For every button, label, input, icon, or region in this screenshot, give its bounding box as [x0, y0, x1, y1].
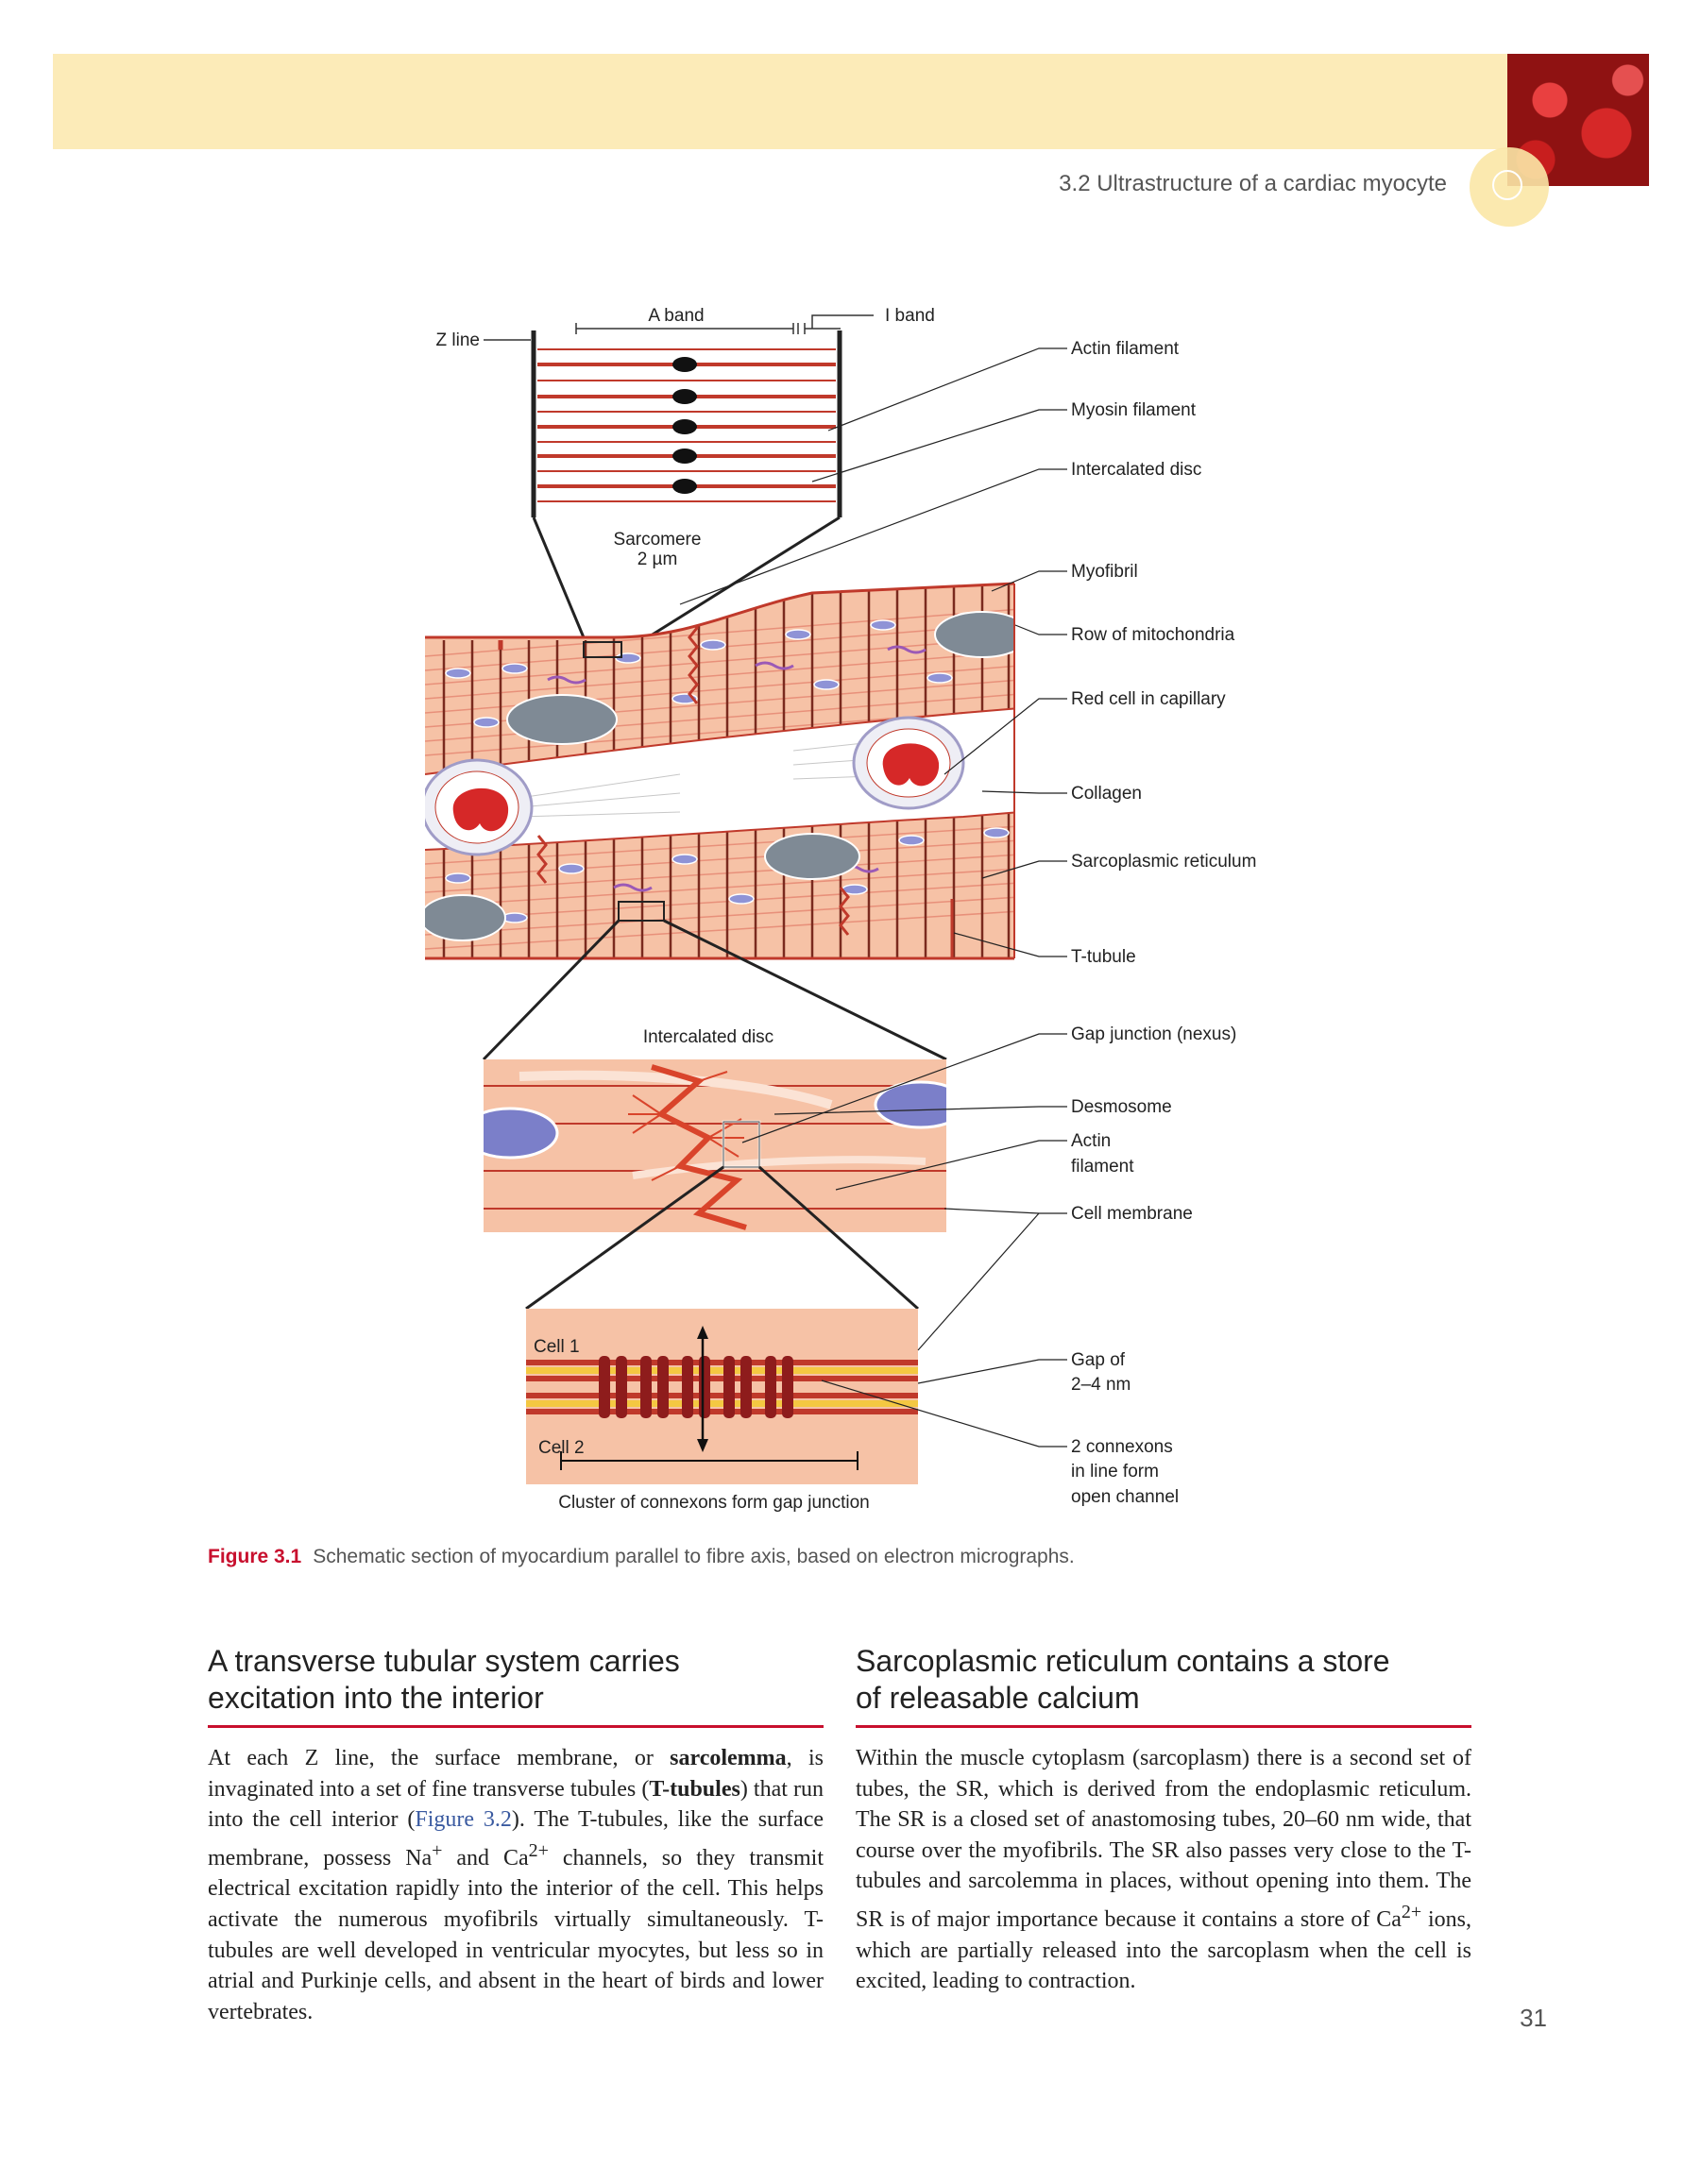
label-sarcomere-length: 2 µm [638, 550, 678, 569]
section-body: Within the muscle cytoplasm (sarcoplasm)… [856, 1743, 1471, 1997]
superscript: 2+ [1402, 1902, 1421, 1922]
label-myosin-filament: Myosin filament [1071, 400, 1197, 420]
header-decoration-ring [1492, 170, 1522, 200]
figure-caption: Figure 3.1 Schematic section of myocardiu… [208, 1546, 1511, 1568]
label-t-tubule: T-tubule [1071, 947, 1136, 967]
label-connexons: 2 connexons [1071, 1437, 1173, 1457]
heading-line-2: of releasable calcium [856, 1681, 1140, 1715]
section-body: At each Z line, the surface membrane, or… [208, 1743, 824, 2027]
body-text: Within the muscle cytoplasm (sarcoplasm)… [856, 1746, 1471, 1932]
label-cluster: Cluster of connexons form gap junction [558, 1493, 870, 1513]
heading-line-1: Sarcoplasmic reticulum contains a store [856, 1644, 1390, 1678]
superscript: 2+ [529, 1840, 549, 1861]
figure-3-1: A band I band Z line Sarcomere 2 µm Acti… [397, 283, 1341, 1520]
myocardium-section [420, 576, 1029, 1059]
label-cell-membrane: Cell membrane [1071, 1204, 1193, 1224]
caption-text: Schematic section of myocardium parallel… [313, 1546, 1075, 1567]
label-myofibril: Myofibril [1071, 562, 1138, 582]
page-number: 31 [1520, 2004, 1547, 2033]
label-desmosome: Desmosome [1071, 1097, 1172, 1117]
label-gap-of: Gap of [1071, 1350, 1126, 1370]
running-head: 3.2 Ultrastructure of a cardiac myocyte [1059, 171, 1447, 197]
label-red-cell-in-capillary: Red cell in capillary [1071, 689, 1226, 709]
intercalated-disc-detail [463, 1059, 966, 1309]
label-row-of-mitochondria: Row of mitochondria [1071, 625, 1235, 645]
label-collagen: Collagen [1071, 784, 1142, 804]
heading-line-1: A transverse tubular system carries [208, 1644, 680, 1678]
label-sarcomere: Sarcomere [614, 530, 702, 550]
label-gap-size: 2–4 nm [1071, 1375, 1130, 1395]
label-sarcoplasmic-reticulum: Sarcoplasmic reticulum [1071, 852, 1256, 872]
gap-junction-detail [526, 1309, 918, 1484]
caption-label: Figure 3.1 [208, 1546, 301, 1567]
term-sarcolemma: sarcolemma [670, 1746, 787, 1770]
label-intercalated-disc-title: Intercalated disc [643, 1027, 774, 1047]
label-z-line: Z line [436, 330, 480, 350]
body-text: and Ca [442, 1846, 528, 1871]
body-text: At each Z line, the surface membrane, or [208, 1746, 670, 1770]
label-actin-filament-2: filament [1071, 1157, 1134, 1177]
term-t-tubules: T-tubules [649, 1777, 740, 1802]
label-actin-filament: Actin filament [1071, 339, 1180, 359]
label-open-channel: open channel [1071, 1487, 1179, 1507]
label-intercalated-disc: Intercalated disc [1071, 460, 1201, 480]
label-gap-junction: Gap junction (nexus) [1071, 1024, 1236, 1044]
heading-line-2: excitation into the interior [208, 1681, 544, 1715]
superscript: + [432, 1840, 442, 1861]
label-in-line-form: in line form [1071, 1462, 1159, 1481]
label-actin: Actin [1071, 1131, 1111, 1151]
label-i-band: I band [885, 306, 935, 326]
header-banner [53, 54, 1507, 149]
label-cell-2: Cell 2 [538, 1438, 585, 1458]
figure-reference-link[interactable]: Figure 3.2 [415, 1807, 512, 1832]
body-text: channels, so they transmit electrical ex… [208, 1846, 824, 2024]
label-cell-1: Cell 1 [534, 1337, 580, 1357]
label-a-band: A band [648, 306, 704, 326]
